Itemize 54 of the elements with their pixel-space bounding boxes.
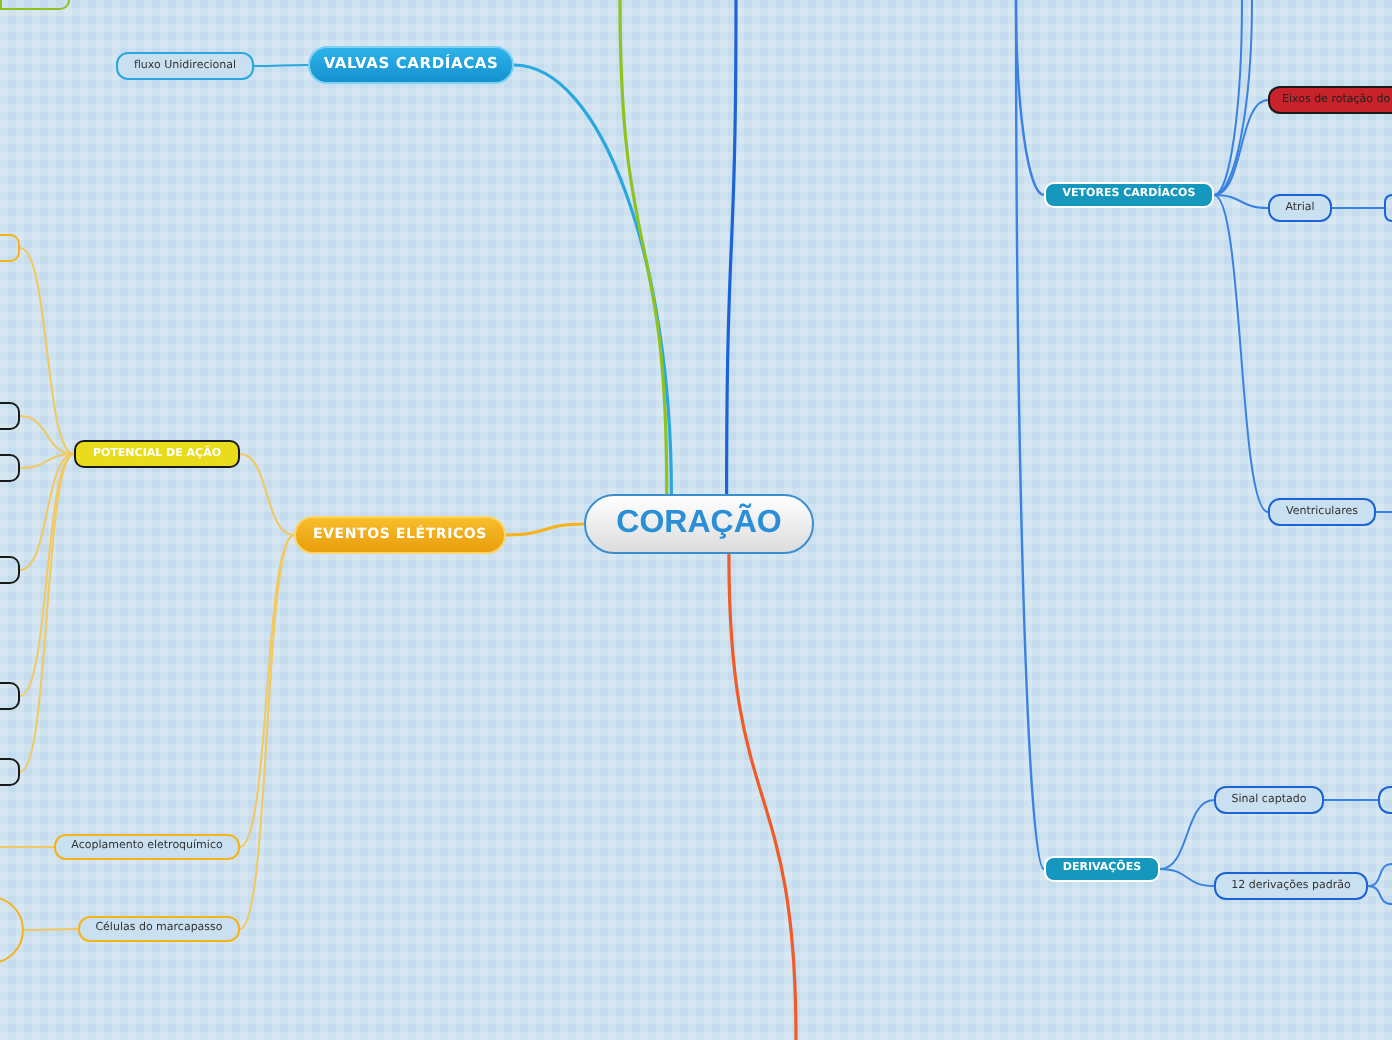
connector-line xyxy=(1367,885,1392,905)
topic-box xyxy=(1044,856,1160,882)
connector-line xyxy=(1213,194,1269,209)
connector-line xyxy=(1375,511,1392,513)
cropped-box xyxy=(1378,786,1392,814)
connector-line xyxy=(19,453,75,571)
cropped-box xyxy=(0,0,70,10)
topic-box xyxy=(1044,182,1214,208)
connector-line xyxy=(1159,799,1215,870)
topic-box xyxy=(308,46,514,84)
connector-line xyxy=(19,453,75,469)
cropped-box xyxy=(1384,194,1392,222)
connector-line xyxy=(19,453,75,697)
connector-line xyxy=(1213,0,1253,196)
subtopic-box xyxy=(1268,86,1392,114)
subtopic-box xyxy=(1214,872,1368,900)
cropped-box xyxy=(0,402,20,430)
connector-line xyxy=(725,0,738,494)
cropped-box xyxy=(0,758,20,786)
subtopic-box xyxy=(1268,194,1332,222)
subtopic-box xyxy=(1268,498,1376,526)
connector-line xyxy=(1331,207,1385,209)
connector-line xyxy=(1213,0,1243,196)
connector-line xyxy=(19,247,75,455)
connector-line xyxy=(1014,0,1046,870)
connector-line xyxy=(239,453,295,536)
cropped-box xyxy=(0,234,20,262)
subtopic-box xyxy=(116,52,254,80)
cropped-box xyxy=(0,682,20,710)
subtopic-box xyxy=(78,916,240,942)
subtopic-box xyxy=(74,440,240,468)
subtopic-box xyxy=(54,834,240,860)
connector-line xyxy=(513,63,673,495)
connector-line xyxy=(727,553,798,1040)
topic-box xyxy=(294,516,506,554)
connector-line xyxy=(1213,194,1269,513)
connector-line xyxy=(1367,863,1392,887)
connector-line xyxy=(1323,799,1379,801)
connector-line xyxy=(0,846,55,848)
connector-line xyxy=(19,453,75,773)
cropped-box xyxy=(0,454,20,482)
connector-line xyxy=(618,0,669,495)
connector-line xyxy=(1159,868,1215,887)
central-topic xyxy=(584,494,814,554)
connector-line xyxy=(19,415,75,455)
connector-line xyxy=(239,534,295,930)
connector-line xyxy=(253,64,309,67)
connector-line xyxy=(505,522,585,537)
connector-line xyxy=(239,534,295,848)
cropped-box xyxy=(0,556,20,584)
connector-line xyxy=(23,928,79,931)
connector-line xyxy=(1213,99,1269,196)
topic-label: CORAÇÃO xyxy=(616,506,782,542)
subtopic-box xyxy=(1214,786,1324,814)
